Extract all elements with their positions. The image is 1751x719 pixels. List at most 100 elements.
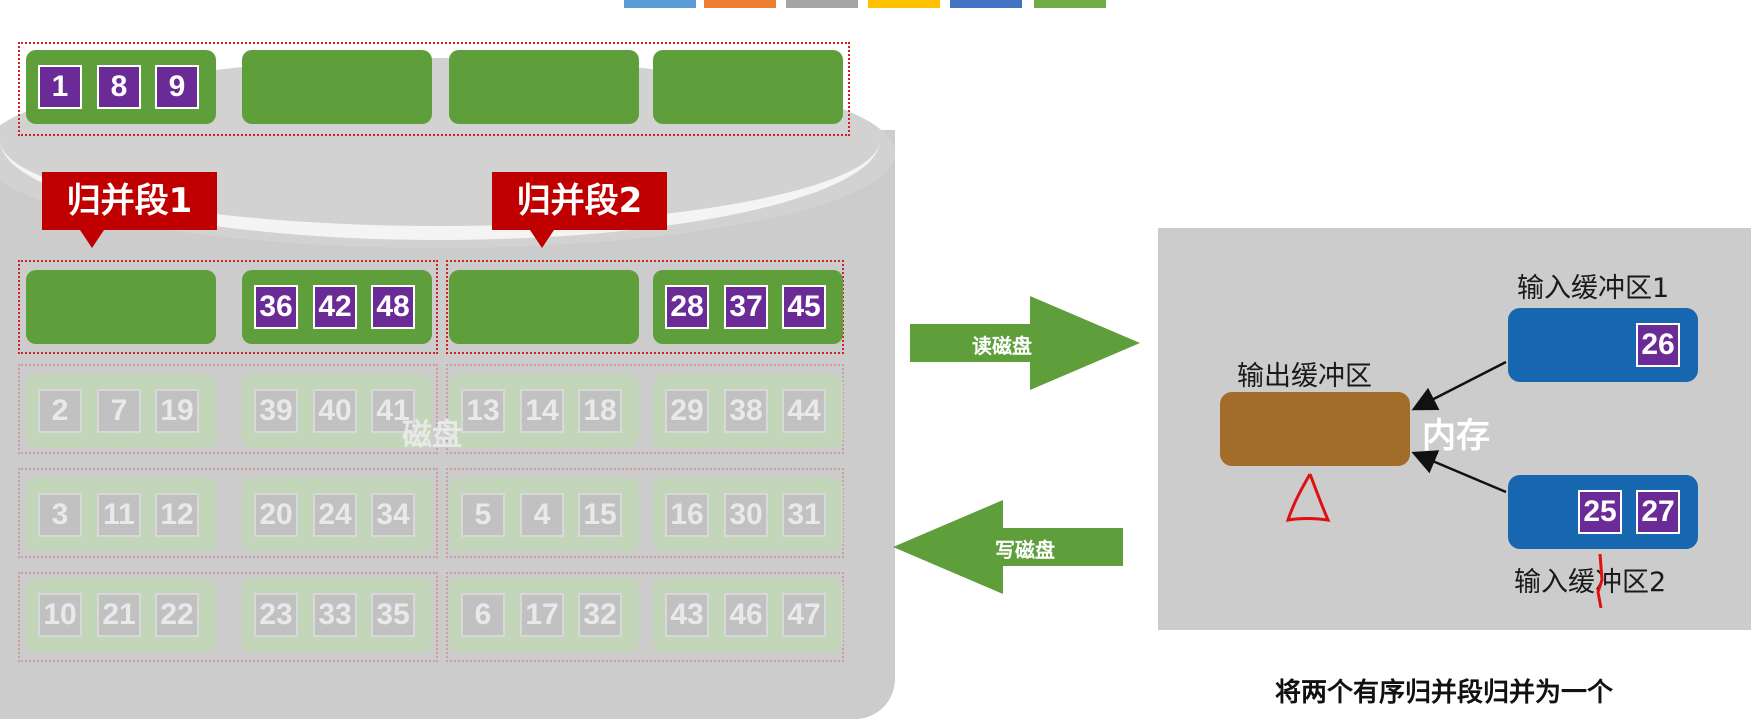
record-cell: 24 bbox=[313, 493, 357, 537]
read-disk-label: 读磁盘 bbox=[972, 334, 1032, 358]
record-cell: 11 bbox=[97, 493, 141, 537]
record-cell: 47 bbox=[782, 593, 826, 637]
record-cell: 19 bbox=[155, 389, 199, 433]
record-cell: 17 bbox=[520, 593, 564, 637]
strip-swatch bbox=[624, 0, 696, 8]
group-faded bbox=[446, 468, 844, 558]
record-cell: 35 bbox=[371, 593, 415, 637]
record-cell: 15 bbox=[578, 493, 622, 537]
read-disk-arrow bbox=[910, 296, 1140, 390]
write-disk-label: 写磁盘 bbox=[995, 538, 1055, 562]
record-cell: 37 bbox=[724, 285, 768, 329]
record-cell: 1 bbox=[38, 65, 82, 109]
input-buffer-2-label: 输入缓冲区2 bbox=[1514, 567, 1667, 598]
disk-block-faded: 3 11 12 bbox=[26, 478, 216, 552]
disk-block-faded: 29 38 44 bbox=[653, 374, 843, 448]
disk-block-faded: 20 24 34 bbox=[242, 478, 432, 552]
group-faded bbox=[446, 572, 844, 662]
handwritten-tick-mark bbox=[1596, 553, 1604, 609]
record-cell: 28 bbox=[665, 285, 709, 329]
arrow-from-input-2 bbox=[1411, 450, 1507, 494]
strip-swatch bbox=[1034, 0, 1106, 8]
record-cell: 14 bbox=[520, 389, 564, 433]
disk-block bbox=[449, 270, 639, 344]
record-cell: 2 bbox=[38, 389, 82, 433]
disk-block-faded: 16 30 31 bbox=[653, 478, 843, 552]
record-cell: 5 bbox=[461, 493, 505, 537]
callout-segment-2: 归并段2 bbox=[492, 172, 667, 248]
buffer-cell: 26 bbox=[1636, 323, 1680, 367]
output-buffer-label: 输出缓冲区 bbox=[1237, 361, 1372, 392]
buffer-cell: 25 bbox=[1578, 490, 1622, 534]
record-cell: 46 bbox=[724, 593, 768, 637]
record-cell: 12 bbox=[155, 493, 199, 537]
group-faded bbox=[18, 572, 438, 662]
handwritten-triangle-mark bbox=[1285, 473, 1331, 522]
record-cell: 41 bbox=[371, 389, 415, 433]
record-cell: 36 bbox=[254, 285, 298, 329]
record-cell: 39 bbox=[254, 389, 298, 433]
record-cell: 32 bbox=[578, 593, 622, 637]
record-cell: 38 bbox=[724, 389, 768, 433]
disk-block bbox=[653, 50, 843, 124]
input-buffer-1-label: 输入缓冲区1 bbox=[1517, 273, 1670, 304]
record-cell: 3 bbox=[38, 493, 82, 537]
record-cell: 33 bbox=[313, 593, 357, 637]
group-row0 bbox=[18, 42, 850, 136]
record-cell: 29 bbox=[665, 389, 709, 433]
record-cell: 9 bbox=[155, 65, 199, 109]
disk-block: 36 42 48 bbox=[242, 270, 432, 344]
record-cell: 20 bbox=[254, 493, 298, 537]
record-cell: 18 bbox=[578, 389, 622, 433]
record-cell: 34 bbox=[371, 493, 415, 537]
record-cell: 40 bbox=[313, 389, 357, 433]
record-cell: 8 bbox=[97, 65, 141, 109]
record-cell: 4 bbox=[520, 493, 564, 537]
record-cell: 30 bbox=[724, 493, 768, 537]
disk-block bbox=[26, 270, 216, 344]
disk-block bbox=[449, 50, 639, 124]
disk-block-faded: 6 17 32 bbox=[449, 578, 639, 652]
disk-block-faded: 43 46 47 bbox=[653, 578, 843, 652]
record-cell: 23 bbox=[254, 593, 298, 637]
record-cell: 45 bbox=[782, 285, 826, 329]
record-cell: 22 bbox=[155, 593, 199, 637]
memory-label: 内存 bbox=[1422, 416, 1490, 456]
group-faded bbox=[18, 364, 438, 454]
strip-swatch bbox=[950, 0, 1022, 8]
record-cell: 31 bbox=[782, 493, 826, 537]
disk-block: 28 37 45 bbox=[653, 270, 843, 344]
record-cell: 43 bbox=[665, 593, 709, 637]
caption: 将两个有序归并段归并为一个 bbox=[1275, 678, 1614, 708]
disk-block-faded: 39 40 41 bbox=[242, 374, 432, 448]
disk-block bbox=[242, 50, 432, 124]
record-cell: 7 bbox=[97, 389, 141, 433]
memory-connectors bbox=[1411, 360, 1507, 494]
disk-label: 磁盘 bbox=[402, 418, 462, 453]
callout-segment-1: 归并段1 bbox=[42, 172, 217, 248]
strip-swatch bbox=[786, 0, 858, 8]
record-cell: 42 bbox=[313, 285, 357, 329]
record-cell: 48 bbox=[371, 285, 415, 329]
record-cell: 16 bbox=[665, 493, 709, 537]
group-faded bbox=[446, 364, 844, 454]
record-cell: 21 bbox=[97, 593, 141, 637]
disk-block-faded: 23 33 35 bbox=[242, 578, 432, 652]
buffer-cell: 27 bbox=[1636, 490, 1680, 534]
strip-swatch bbox=[868, 0, 940, 8]
disk-block-faded: 13 14 18 bbox=[449, 374, 639, 448]
record-cell: 44 bbox=[782, 389, 826, 433]
group-segment-1 bbox=[18, 260, 438, 354]
input-buffer-2: 25 27 bbox=[1508, 475, 1698, 549]
group-faded bbox=[18, 468, 438, 558]
input-buffer-1: 26 bbox=[1508, 308, 1698, 382]
record-cell: 13 bbox=[461, 389, 505, 433]
write-disk-arrow bbox=[893, 500, 1123, 594]
strip-swatch bbox=[704, 0, 776, 8]
group-segment-2 bbox=[446, 260, 844, 354]
record-cell: 6 bbox=[461, 593, 505, 637]
